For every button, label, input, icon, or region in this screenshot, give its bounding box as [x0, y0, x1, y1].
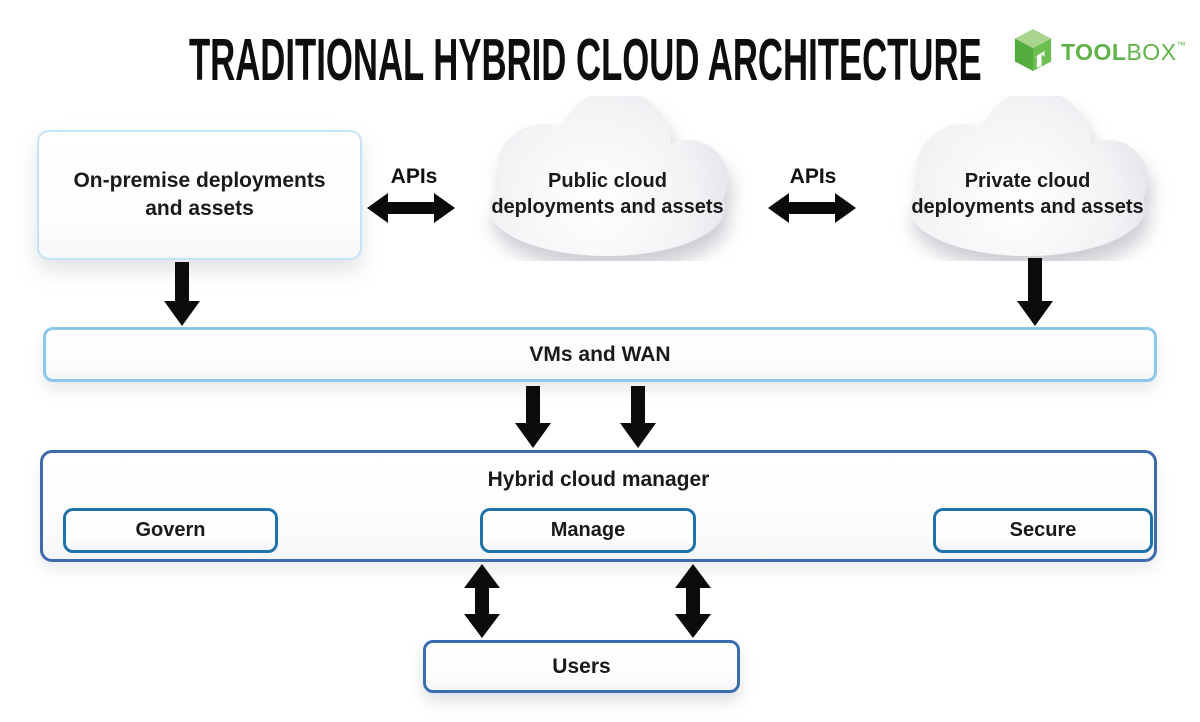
manage-label: Manage: [550, 519, 626, 542]
hybrid-cloud-manager-box: Hybrid cloud manager Govern Manage Secur…: [40, 450, 1157, 562]
cloud-shape-icon: [909, 96, 1148, 256]
public-cloud: Public cloud deployments and assets: [455, 96, 760, 261]
private-cloud-label: Private cloud deployments and assets: [875, 168, 1180, 221]
on-premise-label-line1: On-premise deployments: [73, 169, 326, 193]
apis-arrow-left-icon: [367, 193, 455, 223]
arrow-down-onprem-icon: [164, 262, 200, 326]
toolbox-cube-icon: [1012, 28, 1054, 77]
logo-text-bold: TOOL: [1061, 39, 1127, 65]
vms-wan-label: VMs and WAN: [529, 342, 671, 366]
private-cloud: Private cloud deployments and assets: [875, 96, 1180, 261]
hybrid-cloud-manager-label: Hybrid cloud manager: [487, 468, 710, 491]
cloud-shape-icon: [489, 96, 728, 256]
arrow-down-private-icon: [1017, 258, 1053, 326]
vms-wan-bar: VMs and WAN: [43, 327, 1157, 382]
on-premise-label: On-premise deployments and assets: [73, 167, 325, 222]
private-cloud-label-line2: deployments and assets: [911, 196, 1144, 219]
arrow-updown-right-icon: [675, 564, 711, 638]
public-cloud-label-line1: Public cloud: [548, 170, 667, 192]
secure-label: Secure: [1009, 519, 1077, 542]
logo-trademark: ™: [1176, 40, 1187, 50]
users-box: Users: [423, 640, 740, 693]
public-cloud-label: Public cloud deployments and assets: [455, 168, 760, 221]
logo-text-light: BOX: [1126, 39, 1177, 65]
users-label: Users: [552, 654, 611, 678]
secure-box: Secure: [933, 508, 1153, 553]
apis-label-right: APIs: [789, 165, 837, 188]
private-cloud-label-line1: Private cloud: [964, 170, 1091, 192]
govern-box: Govern: [63, 508, 278, 553]
on-premise-box: On-premise deployments and assets: [37, 130, 362, 260]
on-premise-label-line2: and assets: [145, 197, 254, 220]
apis-arrow-right-icon: [768, 193, 856, 223]
arrow-updown-left-icon: [464, 564, 500, 638]
arrow-down-left-icon: [515, 386, 551, 448]
apis-label-left: APIs: [390, 165, 438, 188]
page-title-text: TRADITIONAL HYBRID CLOUD ARCHITECTURE: [188, 25, 982, 93]
manage-box: Manage: [480, 508, 696, 553]
public-cloud-label-line2: deployments and assets: [491, 196, 724, 219]
arrow-down-right-icon: [620, 386, 656, 448]
govern-label: Govern: [135, 519, 206, 542]
